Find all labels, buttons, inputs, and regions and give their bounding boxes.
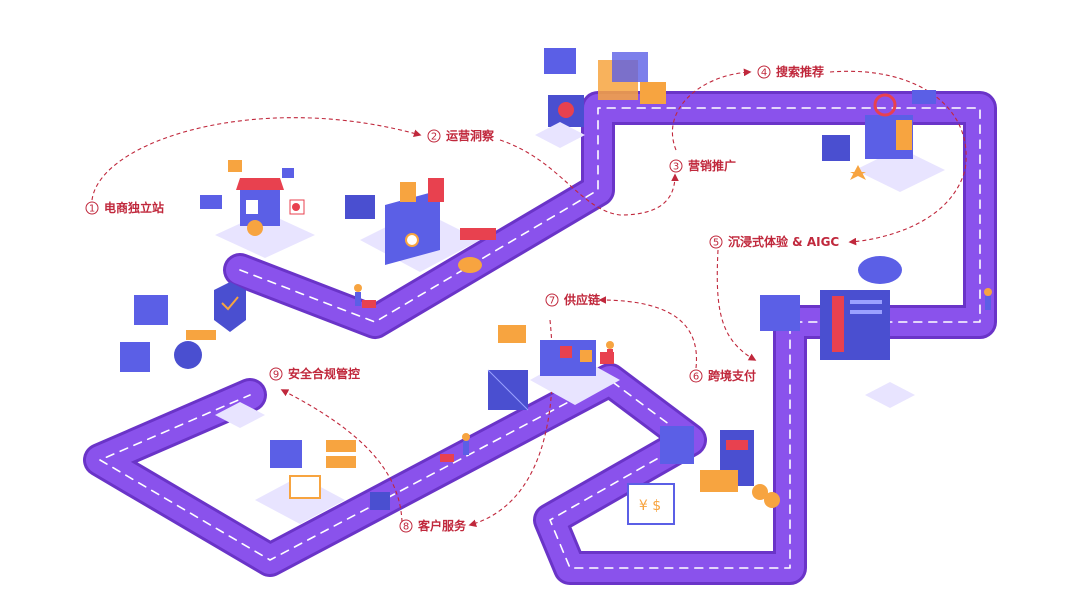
- customer-service-icon: [255, 440, 390, 524]
- logistics-warehouse-icon: [487, 325, 620, 411]
- step-labels: 1 电商独立站 2 运营洞察 3 营销推广 4 搜索推荐 5 沉浸式体验 & A…: [85, 64, 839, 533]
- arrow-3-to-4: [671, 68, 752, 151]
- step-label-text: 电商独立站: [104, 200, 164, 215]
- arrow-1-to-2: [91, 117, 422, 201]
- arrow-6-to-7: [598, 296, 698, 369]
- step-num: 6: [693, 372, 699, 383]
- step-label-8: 8 客户服务: [399, 518, 467, 533]
- road-lane-dash: [99, 107, 981, 569]
- step-num: 4: [761, 68, 767, 79]
- people-and-carts: [354, 284, 992, 462]
- step-num: 8: [403, 522, 409, 533]
- step-label-text: 安全合规管控: [288, 366, 360, 381]
- step-label-text: 搜索推荐: [776, 64, 824, 79]
- step-num: 9: [273, 370, 279, 381]
- search-person-icon: [822, 90, 945, 192]
- arrow-8-to-9: [280, 389, 403, 523]
- step-label-2: 2 运营洞察: [427, 128, 495, 143]
- step-label-3: 3 营销推广: [669, 158, 736, 173]
- storefront-icon: [200, 160, 315, 258]
- security-shield-icon: [120, 282, 265, 428]
- step-num: 2: [431, 132, 437, 143]
- step-label-text: 跨境支付: [708, 368, 756, 383]
- cloud-server-icon: [760, 256, 915, 408]
- step-num: 5: [713, 238, 719, 249]
- step-label-text: 客户服务: [417, 518, 467, 533]
- step-label-7: 7 供应链: [545, 292, 601, 307]
- arrow-4-to-5: [829, 70, 967, 246]
- step-label-text: 供应链: [563, 292, 601, 307]
- arrow-2-to-3: [499, 139, 679, 216]
- arrow-5-to-6: [716, 249, 757, 361]
- step-label-1: 1 电商独立站: [85, 200, 164, 215]
- step-num: 1: [89, 204, 95, 215]
- step-label-text: 运营洞察: [446, 128, 495, 143]
- analytics-board-icon: [345, 178, 496, 273]
- step-label-6: 6 跨境支付: [689, 368, 756, 383]
- step-label-9: 9 安全合规管控: [269, 366, 360, 381]
- step-label-5: 5 沉浸式体验 & AIGC: [709, 234, 839, 249]
- step-label-text: 营销推广: [688, 158, 736, 173]
- step-num: 7: [549, 296, 555, 307]
- currency-glyph: ¥ $: [639, 498, 661, 514]
- step-label-4: 4 搜索推荐: [757, 64, 824, 79]
- step-num: 3: [673, 162, 679, 173]
- payment-atm-icon: ¥ $: [627, 426, 780, 525]
- megaphone-icon: [535, 48, 666, 148]
- step-label-text: 沉浸式体验 & AIGC: [728, 234, 839, 249]
